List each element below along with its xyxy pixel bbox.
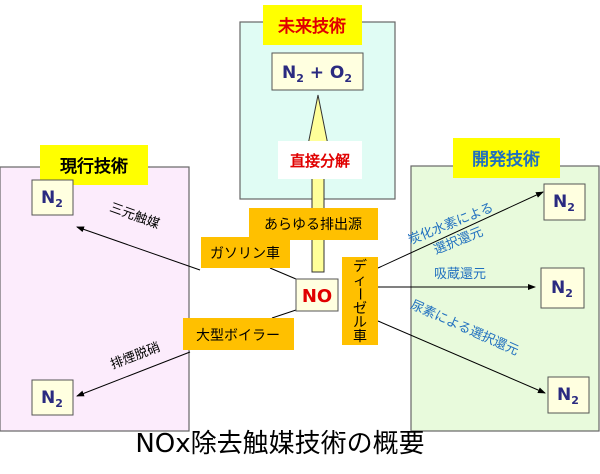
page-title: NOx除去触媒技術の概要 [135,429,424,459]
diesel-char: ル [353,315,367,331]
storage-reduction-label: 吸蔵還元 [434,267,486,282]
future-label-bg [263,5,362,45]
direct-decomposition-bg [278,141,362,179]
all-sources-label: あらゆる排出源 [264,217,362,233]
svg-text:N2: N2 [553,192,575,214]
arrow-hc-scr [377,191,544,269]
arrow-urea-scr [377,320,546,394]
dev-n2-top: N2 [543,183,586,221]
arrow-flue-gas [76,351,191,397]
future-label: 未来技術 [277,16,346,37]
svg-text:N2: N2 [557,385,579,407]
boiler-connector [271,309,297,319]
svg-text:N2: N2 [551,278,573,300]
diesel-char: 車 [353,328,367,345]
current-n2-top: N2 [31,179,74,216]
current-n2-bottom: N2 [31,379,74,416]
gasoline-connector [269,267,297,280]
direct-decomposition-label: 直接分解 [290,152,350,170]
future-product: N2 + O2 [282,63,352,85]
dev-n2-bottom: N2 [547,376,590,414]
diesel-char: ィ [353,273,367,289]
arrow-three-way [76,226,201,271]
dev-n2-middle: N2 [540,267,585,309]
large-boiler-bg [183,318,294,350]
future-product-box [271,52,364,91]
no-box [295,278,339,312]
diesel-char: ー [351,287,367,301]
current-label: 現行技術 [60,156,128,177]
development-label-bg [453,138,560,178]
svg-text:N2: N2 [41,188,63,210]
current-label-bg [40,145,148,185]
all-sources-bg [249,208,378,240]
gasoline-car-label: ガソリン車 [210,245,280,262]
current-panel [0,166,190,432]
gasoline-car-bg [201,237,290,268]
diesel-car-label: デ ィ ー ゼ ル 車 [351,258,367,345]
diesel-car-bg [342,257,378,345]
development-label: 開発技術 [472,149,540,170]
svg-text:N2: N2 [41,388,63,410]
diesel-char: デ [353,258,367,275]
no-label: NO [302,286,332,307]
large-boiler-label: 大型ボイラー [196,328,280,344]
diesel-char: ゼ [353,301,367,317]
